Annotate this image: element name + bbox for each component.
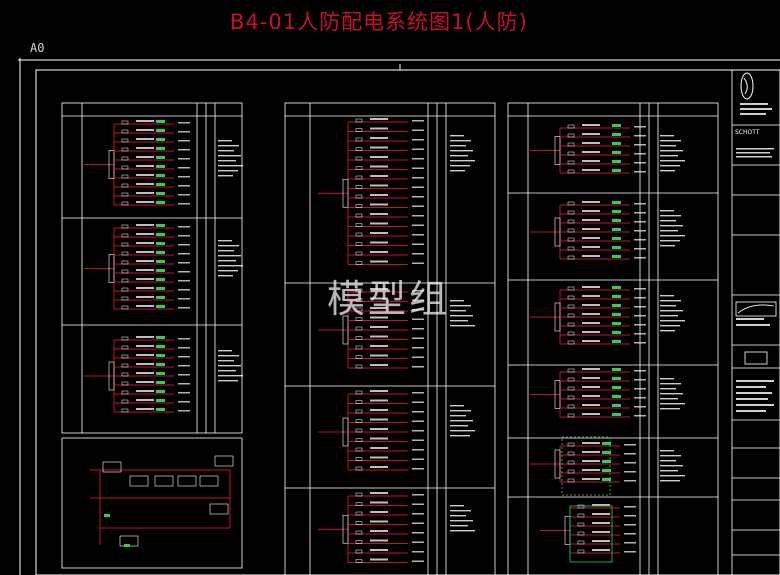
circuit-p3-b — [530, 201, 646, 260]
dashed-enclosure-a — [561, 436, 611, 496]
notes-p3-c — [660, 295, 685, 332]
circuit-p2-c — [318, 390, 424, 471]
notes-p2-a — [450, 135, 475, 172]
notes-p1-a — [218, 140, 243, 177]
company-stamp — [735, 301, 777, 365]
circuit-p2-d — [318, 492, 424, 563]
panel-1 — [61, 102, 243, 569]
watermark: 模型组 — [327, 277, 451, 321]
company-name: SCHOTT — [735, 129, 760, 136]
title-block — [731, 69, 780, 575]
notes-p1-b — [218, 240, 243, 277]
notes-p2-c — [450, 405, 475, 437]
outer-frame — [18, 58, 780, 575]
notes-p3-b — [660, 210, 685, 247]
notes-p2-b — [450, 300, 475, 327]
circuit-p2-a — [318, 118, 424, 265]
circuit-p3-d — [530, 368, 646, 418]
circuit-p3-e — [530, 442, 636, 483]
circuit-p3-a — [530, 124, 646, 174]
title-block-notes — [736, 103, 774, 412]
notes-p3-d — [660, 378, 685, 410]
circuit-p1-b — [84, 224, 190, 310]
circuit-p2-b — [318, 288, 424, 369]
circuit-p1-a — [84, 120, 190, 206]
panel-2 — [284, 102, 496, 575]
notes-p1-c — [218, 350, 243, 382]
circuit-p3-c — [530, 286, 646, 345]
riser-diagram — [90, 455, 234, 547]
dashed-enclosure-b — [569, 505, 613, 563]
notes-p3-a — [660, 135, 685, 172]
notes-p3-e — [660, 450, 685, 482]
panel-3 — [507, 102, 719, 575]
circuit-p1-c — [84, 336, 190, 413]
notes-p2-d — [450, 505, 475, 532]
sheet-size-label: A0 — [30, 41, 45, 55]
circuit-p3-f — [540, 504, 636, 554]
drawing-title: B4-01人防配电系统图1(人防) — [230, 10, 528, 34]
company-logo — [740, 72, 754, 100]
